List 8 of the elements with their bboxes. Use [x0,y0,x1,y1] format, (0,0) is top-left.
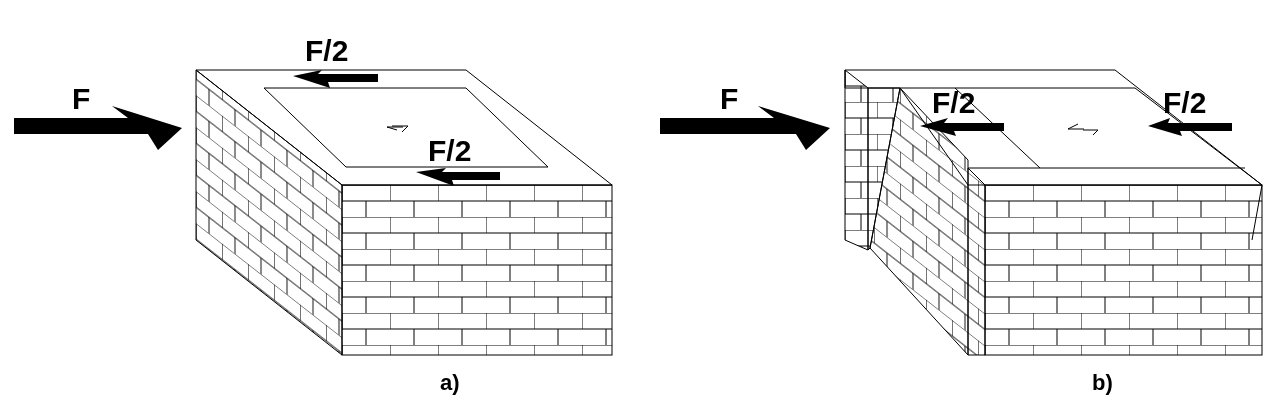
force-label: F [72,84,91,114]
force-label: F [720,84,739,114]
force-label: F/2 [1163,88,1207,118]
force-label: F/2 [428,136,472,166]
panel-label: a) [440,372,460,394]
panel-label: b) [1092,372,1113,394]
force-label: F/2 [305,36,349,66]
force-label: F/2 [932,88,976,118]
